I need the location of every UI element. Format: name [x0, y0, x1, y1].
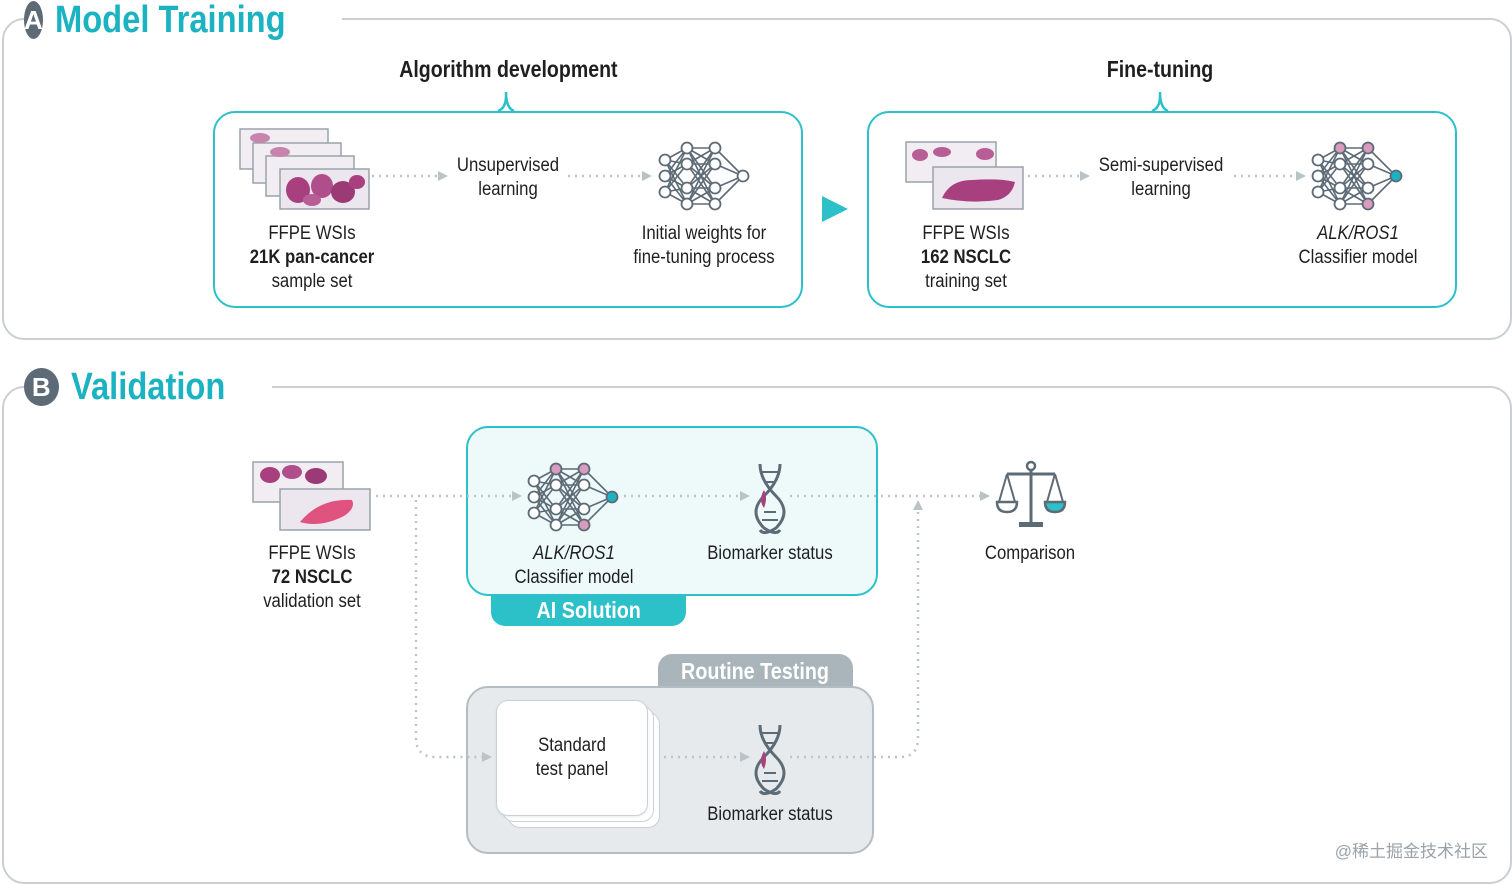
section-a-title: Model Training [54, 0, 286, 41]
a2-input-line3: training set [925, 271, 1007, 292]
fine-tuning-title: Fine-tuning [1106, 56, 1214, 82]
initial-weights-line1: Initial weights for [641, 223, 767, 244]
standard-test-panel-line2: test panel [535, 759, 609, 780]
routine-testing-tab-label: Routine Testing [681, 657, 830, 684]
semi-supervised-line1: Semi-supervised [1098, 155, 1224, 176]
unsupervised-line1: Unsupervised [456, 155, 560, 176]
section-b-badge: B [24, 368, 59, 406]
dna-icon [754, 463, 786, 535]
semi-supervised-learning-label: Semi-supervised learning [1086, 154, 1236, 202]
section-a-badge: A [24, 1, 43, 39]
algorithm-development-title: Algorithm development [399, 56, 618, 82]
neural-network-icon [1311, 141, 1403, 211]
b-classifier-line2: Classifier model [514, 567, 634, 588]
a1-input-line1: FFPE WSIs [268, 223, 356, 244]
neural-network-icon [527, 462, 619, 532]
play-triangle-icon [822, 196, 848, 222]
a2-input-label: FFPE WSIs 162 NSCLC training set [887, 222, 1045, 294]
ai-biomarker-status-label: Biomarker status [707, 543, 833, 564]
balance-scale-icon [995, 460, 1067, 527]
standard-test-panel-line1: Standard [538, 735, 606, 756]
neural-network-icon [658, 141, 750, 211]
a2-classifier-label: ALK/ROS1 Classifier model [1279, 222, 1437, 270]
routine-testing-tab: Routine Testing [658, 654, 853, 688]
comparison-label: Comparison [984, 543, 1076, 564]
watermark: @稀土掘金技术社区 [1334, 842, 1488, 861]
section-b-title: Validation [70, 365, 225, 408]
arrow-b6 [790, 500, 923, 759]
slide-stack-icon [905, 141, 1024, 210]
a2-classifier-line2: Classifier model [1298, 247, 1418, 268]
slide-stack-icon [252, 461, 371, 531]
section-a-frame [2, 18, 1512, 340]
unsupervised-line2: learning [478, 179, 538, 200]
arrow-b4 [414, 500, 492, 762]
standard-test-panel-label: Standard test panel [505, 734, 639, 782]
a2-input-line1: FFPE WSIs [922, 223, 1010, 244]
routine-biomarker-status-label: Biomarker status [707, 804, 833, 825]
initial-weights-line2: fine-tuning process [633, 247, 775, 268]
slide-stack-icon [239, 128, 370, 210]
a1-input-line2: 21K pan-cancer [249, 247, 375, 268]
a1-input-line3: sample set [271, 271, 353, 292]
section-a-header: A Model Training [24, 0, 342, 41]
standard-test-panel-card [496, 700, 648, 816]
b-input-line1: FFPE WSIs [268, 543, 356, 564]
ai-solution-tab-label: AI Solution [536, 596, 641, 623]
a2-classifier-line1: ALK/ROS1 [1317, 223, 1399, 244]
brace-finetune-notch [1151, 91, 1169, 113]
b-classifier-line1: ALK/ROS1 [533, 543, 615, 564]
b-classifier-label: ALK/ROS1 Classifier model [495, 542, 653, 590]
section-b-header: B Validation [24, 365, 272, 408]
unsupervised-learning-label: Unsupervised learning [438, 154, 579, 202]
b-input-line2: 72 NSCLC [271, 567, 353, 588]
section-b-frame [2, 386, 1512, 884]
a1-input-label: FFPE WSIs 21K pan-cancer sample set [233, 222, 391, 294]
semi-supervised-line2: learning [1131, 179, 1191, 200]
brace-algorithm-notch [497, 91, 515, 113]
initial-weights-label: Initial weights for fine-tuning process [616, 222, 792, 270]
dna-icon [754, 724, 786, 796]
b-input-line3: validation set [263, 591, 361, 612]
a2-input-line2: 162 NSCLC [920, 247, 1012, 268]
b-input-label: FFPE WSIs 72 NSCLC validation set [233, 542, 391, 614]
ai-solution-tab: AI Solution [491, 594, 686, 626]
